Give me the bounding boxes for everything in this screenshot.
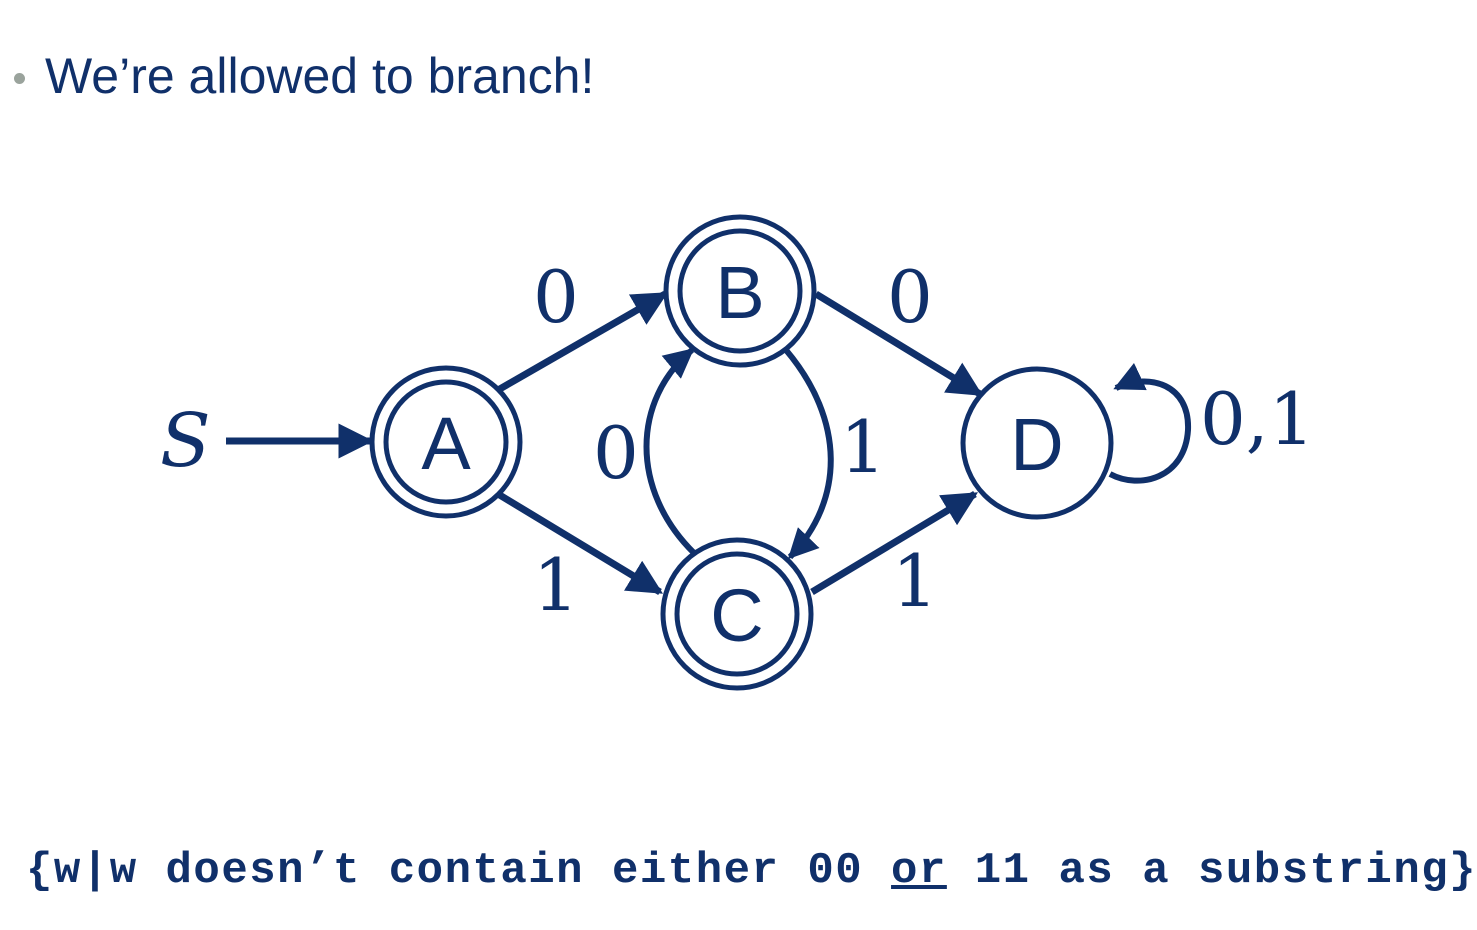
bullet-point: We’re allowed to branch! <box>14 46 594 106</box>
state-a-label: A <box>421 402 471 485</box>
edge-label-b-c: 1 <box>840 405 886 489</box>
state-b: B <box>663 214 817 368</box>
edge-label-d-d: 0,1 <box>1200 377 1315 461</box>
edge-b-d <box>814 291 983 397</box>
edge-a-b <box>496 290 669 394</box>
edge-c-b <box>643 347 697 556</box>
edge-label-c-b: 0 <box>593 411 639 495</box>
state-d: D <box>960 366 1114 520</box>
edge-a-c <box>496 491 663 595</box>
state-d-label: D <box>1010 403 1063 486</box>
formula-suffix: 11 as a substring} <box>946 846 1477 896</box>
formula-emphasis: or <box>891 846 947 896</box>
bullet-dot-icon <box>14 72 25 84</box>
edge-label-b-d: 0 <box>887 255 933 339</box>
language-definition: {w|w doesn’t contain either 00 or 11 as … <box>26 846 1477 896</box>
start-label: S <box>160 398 211 484</box>
edge-d-d <box>1108 362 1192 484</box>
state-c-label: C <box>710 574 763 657</box>
bullet-text: We’re allowed to branch! <box>45 48 595 104</box>
state-a: A <box>369 365 523 519</box>
formula-prefix: {w|w doesn’t contain either 00 <box>26 846 892 896</box>
edge-label-a-c: 1 <box>533 543 579 627</box>
edge-label-a-b: 0 <box>533 255 579 339</box>
edge-b-c <box>783 348 834 560</box>
state-b-label: B <box>715 251 764 334</box>
edge-c-d <box>810 491 978 595</box>
edge-label-c-d: 1 <box>892 539 938 623</box>
state-c: C <box>660 537 814 691</box>
